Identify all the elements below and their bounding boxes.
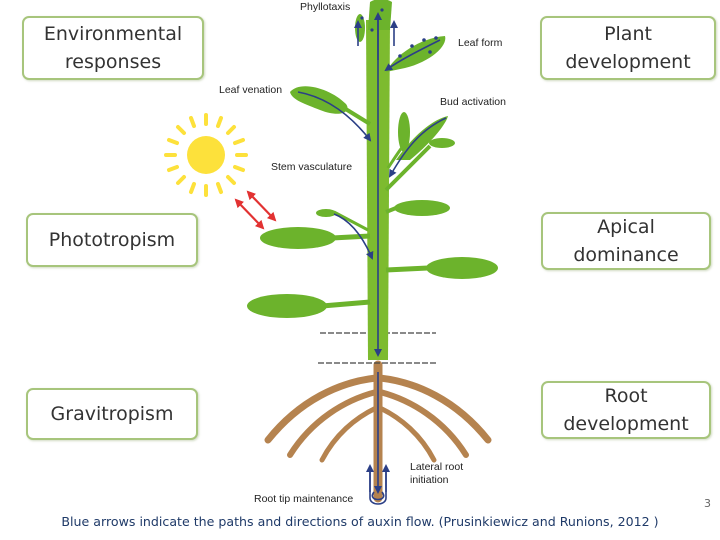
label-root-tip: Root tip maintenance: [254, 493, 354, 505]
leaf-dots: [360, 8, 438, 58]
label-phyllotaxis: Phyllotaxis: [300, 1, 351, 13]
label-bud-activation: Bud activation: [440, 96, 506, 108]
plant-development-label: Plant development: [565, 23, 691, 73]
apical-dominance-box: Apical dominance: [541, 212, 711, 270]
gravitropism-label: Gravitropism: [50, 403, 174, 425]
environmental-responses-label: Environmental responses: [43, 23, 183, 73]
phototropism-box: Phototropism: [26, 213, 198, 267]
light-arrows: [234, 190, 277, 230]
label-leaf-form: Leaf form: [458, 37, 503, 49]
gravitropism-box: Gravitropism: [26, 388, 198, 440]
label-leaf-venation: Leaf venation: [219, 84, 283, 96]
shoot-auxin-arrows: [297, 12, 447, 357]
page-number: 3: [704, 497, 711, 510]
figure-caption: Blue arrows indicate the paths and direc…: [0, 514, 720, 529]
caption-citation: (Prusinkiewicz and Runions, 2012 ): [438, 514, 659, 529]
plant-development-box: Plant development: [540, 16, 716, 80]
environmental-responses-box: Environmental responses: [22, 16, 204, 80]
caption-text: Blue arrows indicate the paths and direc…: [61, 514, 435, 529]
apical-dominance-label: Apical dominance: [573, 216, 679, 266]
label-lateral-root: Lateral root initiation: [410, 461, 464, 486]
root-development-box: Root development: [541, 381, 711, 439]
root-development-label: Root development: [563, 385, 689, 435]
sun-icon: [164, 113, 248, 197]
phototropism-label: Phototropism: [48, 229, 176, 251]
root-auxin-arrows: [366, 372, 390, 505]
label-stem-vasculature: Stem vasculature: [271, 161, 353, 173]
